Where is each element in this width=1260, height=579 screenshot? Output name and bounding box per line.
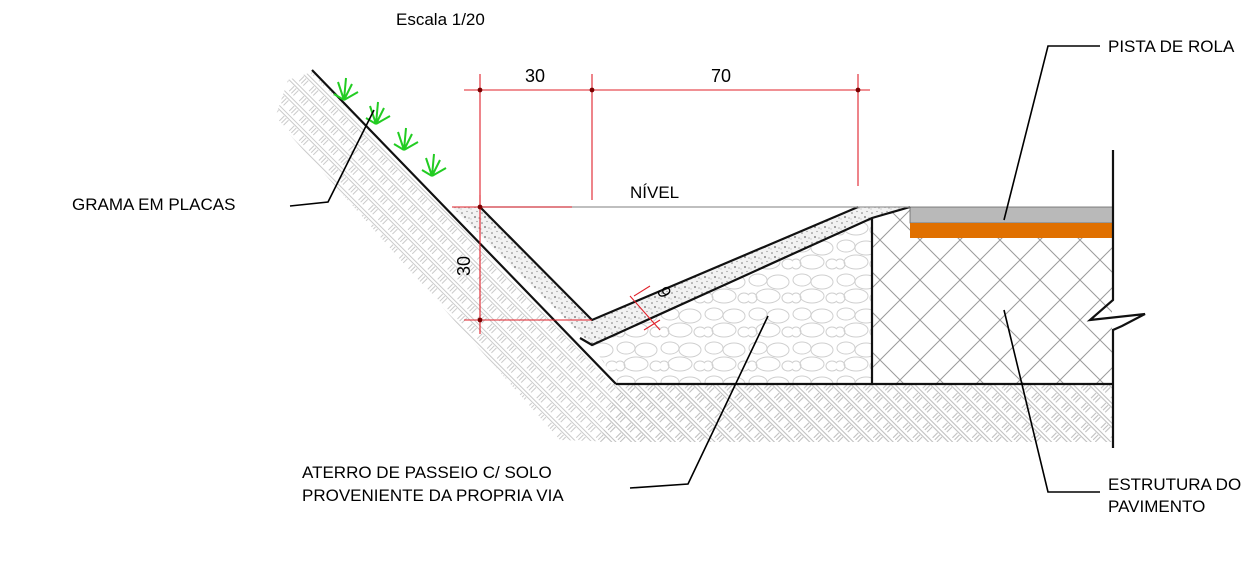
estrutura-label-line2: PAVIMENTO xyxy=(1108,497,1205,516)
dimension-top-left: 30 xyxy=(525,66,545,86)
dimension-top-right: 70 xyxy=(711,66,731,86)
pavement-structure xyxy=(872,238,1112,384)
asphalt-surface-layer xyxy=(909,206,1114,224)
estrutura-label-line1: ESTRUTURA DO xyxy=(1108,475,1241,494)
nivel-label: NÍVEL xyxy=(630,183,679,202)
channel-concrete-lining xyxy=(452,207,910,345)
leader-lines xyxy=(289,45,1100,493)
aterro-label-line2: PROVENIENTE DA PROPRIA VIA xyxy=(302,486,564,505)
grass-tufts xyxy=(333,77,447,177)
scale-label: Escala 1/20 xyxy=(396,10,485,29)
dimension-lines xyxy=(452,74,870,334)
base-layer xyxy=(910,223,1113,238)
stone-fill xyxy=(592,212,872,384)
aterro-label-line1: ATERRO DE PASSEIO C/ SOLO xyxy=(302,463,552,482)
pista-label: PISTA DE ROLA xyxy=(1108,37,1235,56)
grama-label: GRAMA EM PLACAS xyxy=(72,195,235,214)
dimension-vertical: 30 xyxy=(454,256,474,276)
